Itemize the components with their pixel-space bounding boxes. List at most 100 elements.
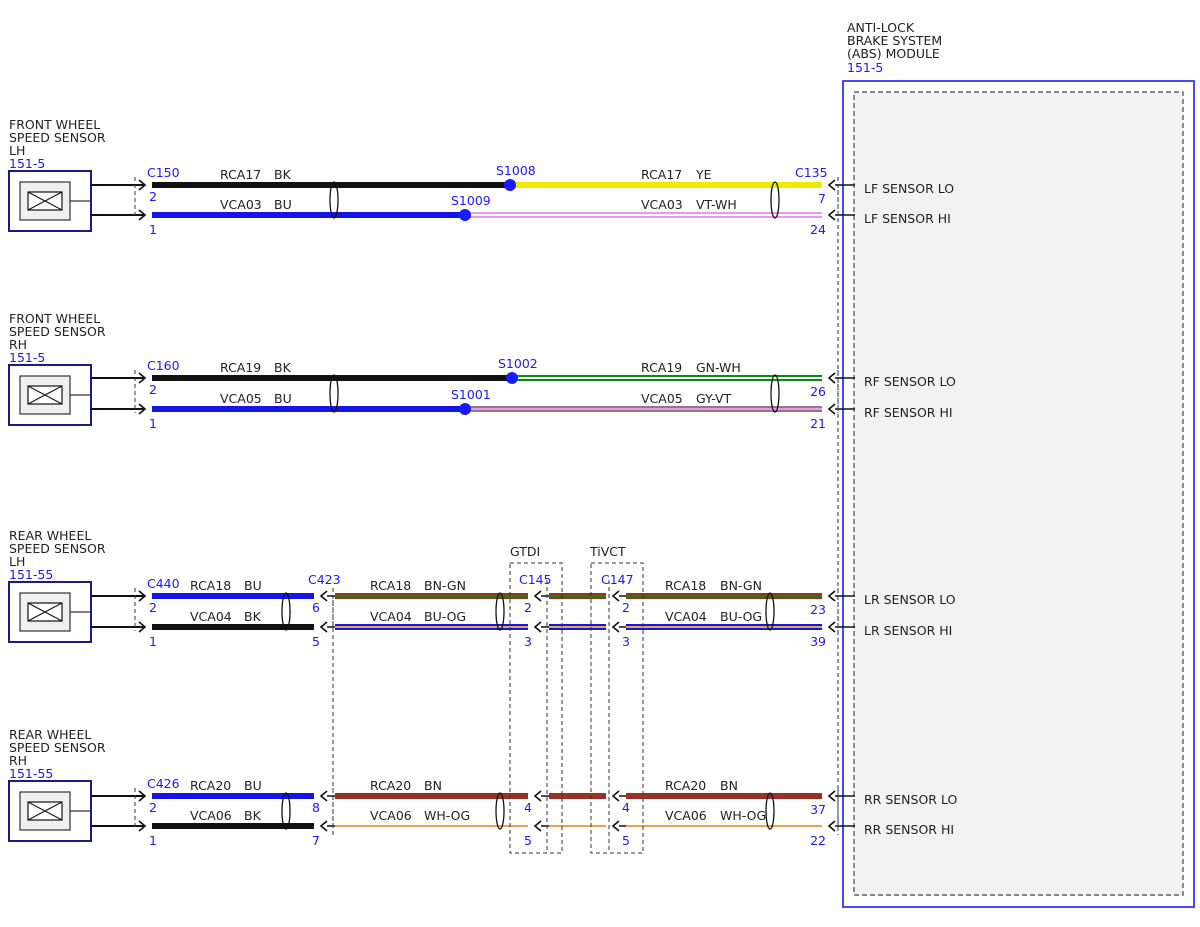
- inline-arrow: [533, 621, 542, 633]
- sensor-title-line: LH: [9, 143, 25, 158]
- gtdi-pin: 5: [524, 833, 532, 848]
- twisted-pair-marker: [329, 374, 339, 413]
- splice-point: [506, 372, 518, 384]
- inline-pin: 5: [312, 634, 320, 649]
- sensor-title-line: LH: [9, 554, 25, 569]
- sensor-3-icon-cross-b: [27, 801, 63, 821]
- connector-arrow: [138, 403, 147, 415]
- twisted-pair-marker-loop: [495, 792, 505, 830]
- circuit-number: RCA18: [190, 578, 231, 593]
- tivct-overlay-box: [590, 562, 644, 854]
- twisted-pair-marker-loop: [281, 792, 291, 830]
- sensor-pin: 1: [149, 634, 157, 649]
- gtdi-pin: 2: [524, 600, 532, 615]
- wire-color-code: BU-OG: [720, 609, 762, 624]
- twisted-pair-marker: [495, 792, 505, 830]
- twisted-pair-marker: [281, 792, 291, 830]
- module-pin-label: RF SENSOR LO: [864, 374, 956, 389]
- wire-color-code: BU-OG: [424, 609, 466, 624]
- circuit-number: RCA19: [641, 360, 682, 375]
- wire-color-code: BK: [244, 609, 262, 624]
- tivct-pin: 4: [622, 800, 630, 815]
- module-pin-arrow: [827, 372, 836, 384]
- circuit-number: RCA19: [220, 360, 261, 375]
- sensor-2-icon: [8, 581, 92, 643]
- module-pin-number: 22: [810, 833, 826, 848]
- twisted-pair-marker: [770, 374, 780, 413]
- twisted-pair-marker: [329, 181, 339, 219]
- circuit-number: VCA04: [665, 609, 707, 624]
- inline-arrow: [319, 621, 328, 633]
- wire-color-code: WH-OG: [720, 808, 766, 823]
- wire-color-code: BK: [244, 808, 262, 823]
- sensor-reference: 151-5: [9, 350, 45, 365]
- module-connector-label: C135: [795, 165, 828, 180]
- sensor-reference: 151-55: [9, 567, 53, 582]
- circuit-number: VCA04: [370, 609, 412, 624]
- module-pin-number: 21: [810, 416, 826, 431]
- sensor-reference: 151-55: [9, 766, 53, 781]
- connector-arrow: [138, 209, 147, 221]
- module-title-line: ANTI-LOCK: [847, 20, 915, 35]
- gtdi-overlay-box: [509, 562, 563, 854]
- sensor-title-line: FRONT WHEEL: [9, 117, 100, 132]
- sensor-pin: 1: [149, 833, 157, 848]
- sensor-1-icon: [8, 364, 92, 426]
- sensor-1-icon-cross-b: [27, 385, 63, 405]
- inline-arrow: [611, 790, 620, 802]
- twisted-pair-marker: [765, 792, 775, 830]
- tivct-overlay-label: TiVCT: [589, 544, 626, 559]
- sensor-connector-label: C150: [147, 165, 180, 180]
- sensor-pin: 1: [149, 222, 157, 237]
- tivct-pin: 2: [622, 600, 630, 615]
- circuit-number: VCA06: [370, 808, 412, 823]
- sensor-0-icon: [8, 170, 92, 232]
- circuit-number: VCA06: [190, 808, 232, 823]
- connector-arrow: [138, 820, 147, 832]
- circuit-number: VCA06: [665, 808, 707, 823]
- inline-arrow: [533, 790, 542, 802]
- circuit-number: RCA18: [665, 578, 706, 593]
- module-pin-label: RR SENSOR HI: [864, 822, 954, 837]
- module-pin-number: 39: [810, 634, 826, 649]
- wire-color-code: GY-VT: [696, 391, 732, 406]
- circuit-number: RCA20: [370, 778, 411, 793]
- circuit-number: RCA18: [370, 578, 411, 593]
- splice-point: [504, 179, 516, 191]
- module-pin-number: 7: [818, 191, 826, 206]
- inline-arrow: [611, 590, 620, 602]
- inline-arrow: [533, 590, 542, 602]
- inline-pin: 6: [312, 600, 320, 615]
- sensor-reference: 151-5: [9, 156, 45, 171]
- circuit-number: RCA20: [190, 778, 231, 793]
- twisted-pair-marker-loop: [765, 592, 775, 631]
- module-pin-label: LR SENSOR HI: [864, 623, 952, 638]
- twisted-pair-marker-loop: [765, 792, 775, 830]
- connector-arrow: [138, 790, 147, 802]
- circuit-number: VCA04: [190, 609, 232, 624]
- twisted-pair-marker-loop: [770, 374, 780, 413]
- sensor-2-icon-cross-b: [27, 602, 63, 622]
- connector-arrow: [138, 590, 147, 602]
- inline-arrow: [319, 590, 328, 602]
- connector-arrow: [138, 621, 147, 633]
- sensor-title-line: RH: [9, 753, 27, 768]
- sensor-title-line: REAR WHEEL: [9, 727, 91, 742]
- inline-arrow: [319, 820, 328, 832]
- sensor-pin: 2: [149, 800, 157, 815]
- circuit-number: RCA17: [220, 167, 261, 182]
- module-pin-number: 37: [810, 802, 826, 817]
- connector-arrow: [138, 372, 147, 384]
- splice-point: [459, 403, 471, 415]
- wire-color-code: BK: [274, 167, 292, 182]
- splice-point: [459, 209, 471, 221]
- wire-color-code: WH-OG: [424, 808, 470, 823]
- inline-arrow: [611, 621, 620, 633]
- twisted-pair-marker-loop: [281, 592, 291, 631]
- wire-color-code: BU: [244, 778, 262, 793]
- module-pin-label: LR SENSOR LO: [864, 592, 956, 607]
- wire-color-code: BN: [720, 778, 738, 793]
- wire-color-code: BN-GN: [424, 578, 466, 593]
- inline-arrow: [319, 790, 328, 802]
